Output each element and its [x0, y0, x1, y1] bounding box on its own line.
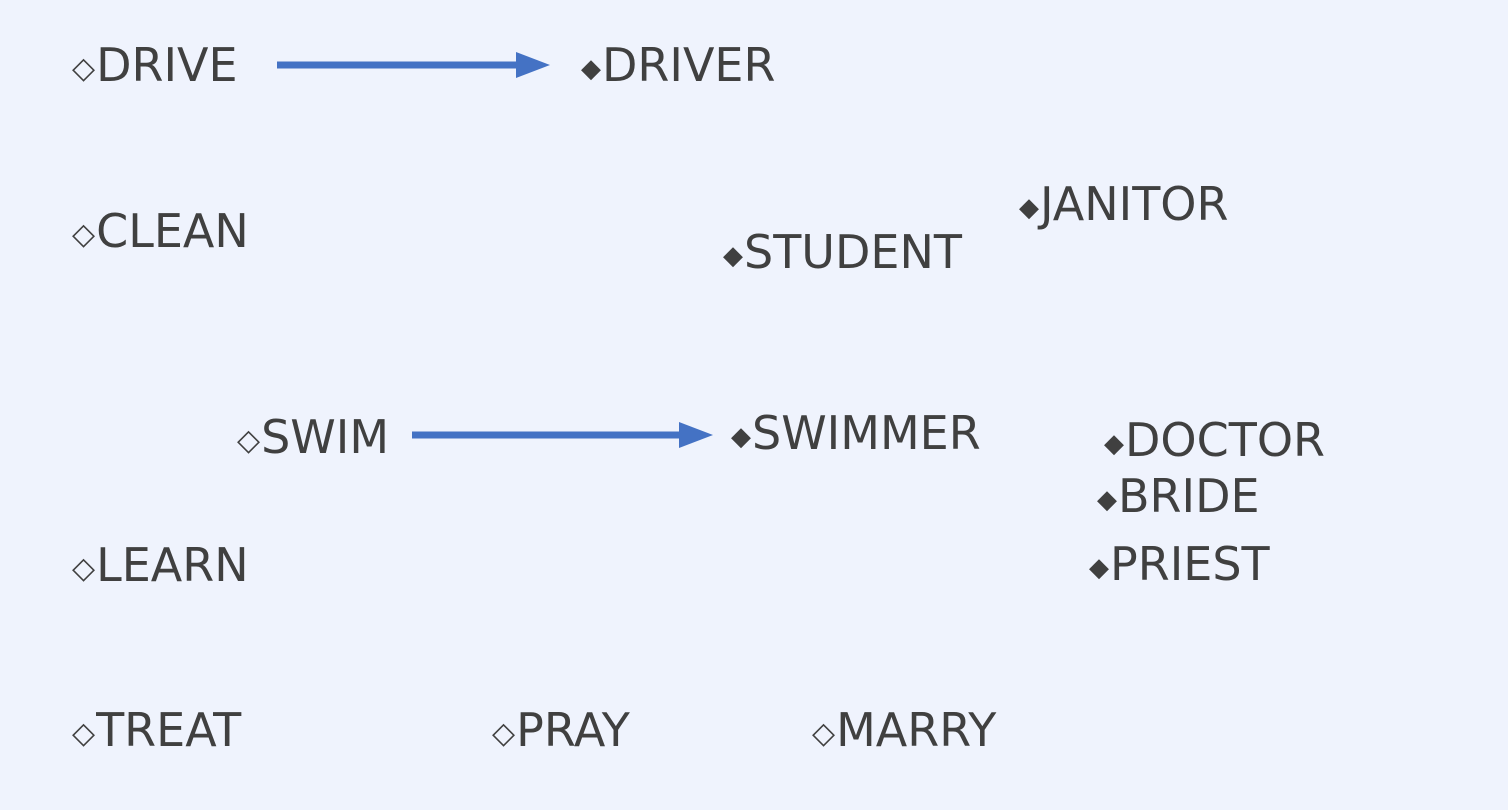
filled-diamond-icon: ◆ [1097, 485, 1117, 516]
open-diamond-icon: ◇ [72, 551, 96, 586]
node-label-bride: BRIDE [1118, 469, 1260, 523]
arrow-drive-to-driver [277, 52, 550, 78]
node-label-student: STUDENT [744, 225, 962, 279]
node-bride[interactable]: ◆BRIDE [1097, 473, 1260, 519]
filled-diamond-icon: ◆ [723, 241, 743, 272]
node-drive[interactable]: ◇DRIVE [72, 42, 238, 88]
node-priest[interactable]: ◆PRIEST [1089, 541, 1270, 587]
node-driver[interactable]: ◆DRIVER [581, 42, 775, 88]
open-diamond-icon: ◇ [72, 716, 96, 751]
node-label-drive: DRIVE [96, 38, 238, 92]
filled-diamond-icon: ◆ [731, 422, 751, 453]
node-label-driver: DRIVER [602, 38, 776, 92]
open-diamond-icon: ◇ [492, 716, 516, 751]
filled-diamond-icon: ◆ [1089, 553, 1109, 584]
node-label-learn: LEARN [96, 538, 249, 592]
node-label-priest: PRIEST [1110, 537, 1270, 591]
node-learn[interactable]: ◇LEARN [72, 542, 249, 588]
open-diamond-icon: ◇ [812, 716, 836, 751]
arrow-swim-to-swimmer [412, 422, 713, 448]
filled-diamond-icon: ◆ [1019, 193, 1039, 224]
node-marry[interactable]: ◇MARRY [812, 707, 996, 753]
node-label-clean: CLEAN [96, 204, 249, 258]
open-diamond-icon: ◇ [72, 217, 96, 252]
node-label-marry: MARRY [836, 703, 997, 757]
open-diamond-icon: ◇ [72, 51, 96, 86]
node-pray[interactable]: ◇PRAY [492, 707, 630, 753]
node-clean[interactable]: ◇CLEAN [72, 208, 249, 254]
node-swimmer[interactable]: ◆SWIMMER [731, 410, 981, 456]
node-label-swim: SWIM [261, 410, 390, 464]
filled-diamond-icon: ◆ [1104, 429, 1124, 460]
node-janitor[interactable]: ◆JANITOR [1019, 181, 1228, 227]
node-student[interactable]: ◆STUDENT [723, 229, 962, 275]
node-label-doctor: DOCTOR [1125, 413, 1326, 467]
node-doctor[interactable]: ◆DOCTOR [1104, 417, 1325, 463]
node-swim[interactable]: ◇SWIM [237, 414, 389, 460]
node-label-pray: PRAY [516, 703, 630, 757]
node-label-swimmer: SWIMMER [752, 406, 981, 460]
node-label-janitor: JANITOR [1040, 177, 1229, 231]
node-treat[interactable]: ◇TREAT [72, 707, 241, 753]
open-diamond-icon: ◇ [237, 423, 261, 458]
filled-diamond-icon: ◆ [581, 54, 601, 85]
node-label-treat: TREAT [96, 703, 242, 757]
